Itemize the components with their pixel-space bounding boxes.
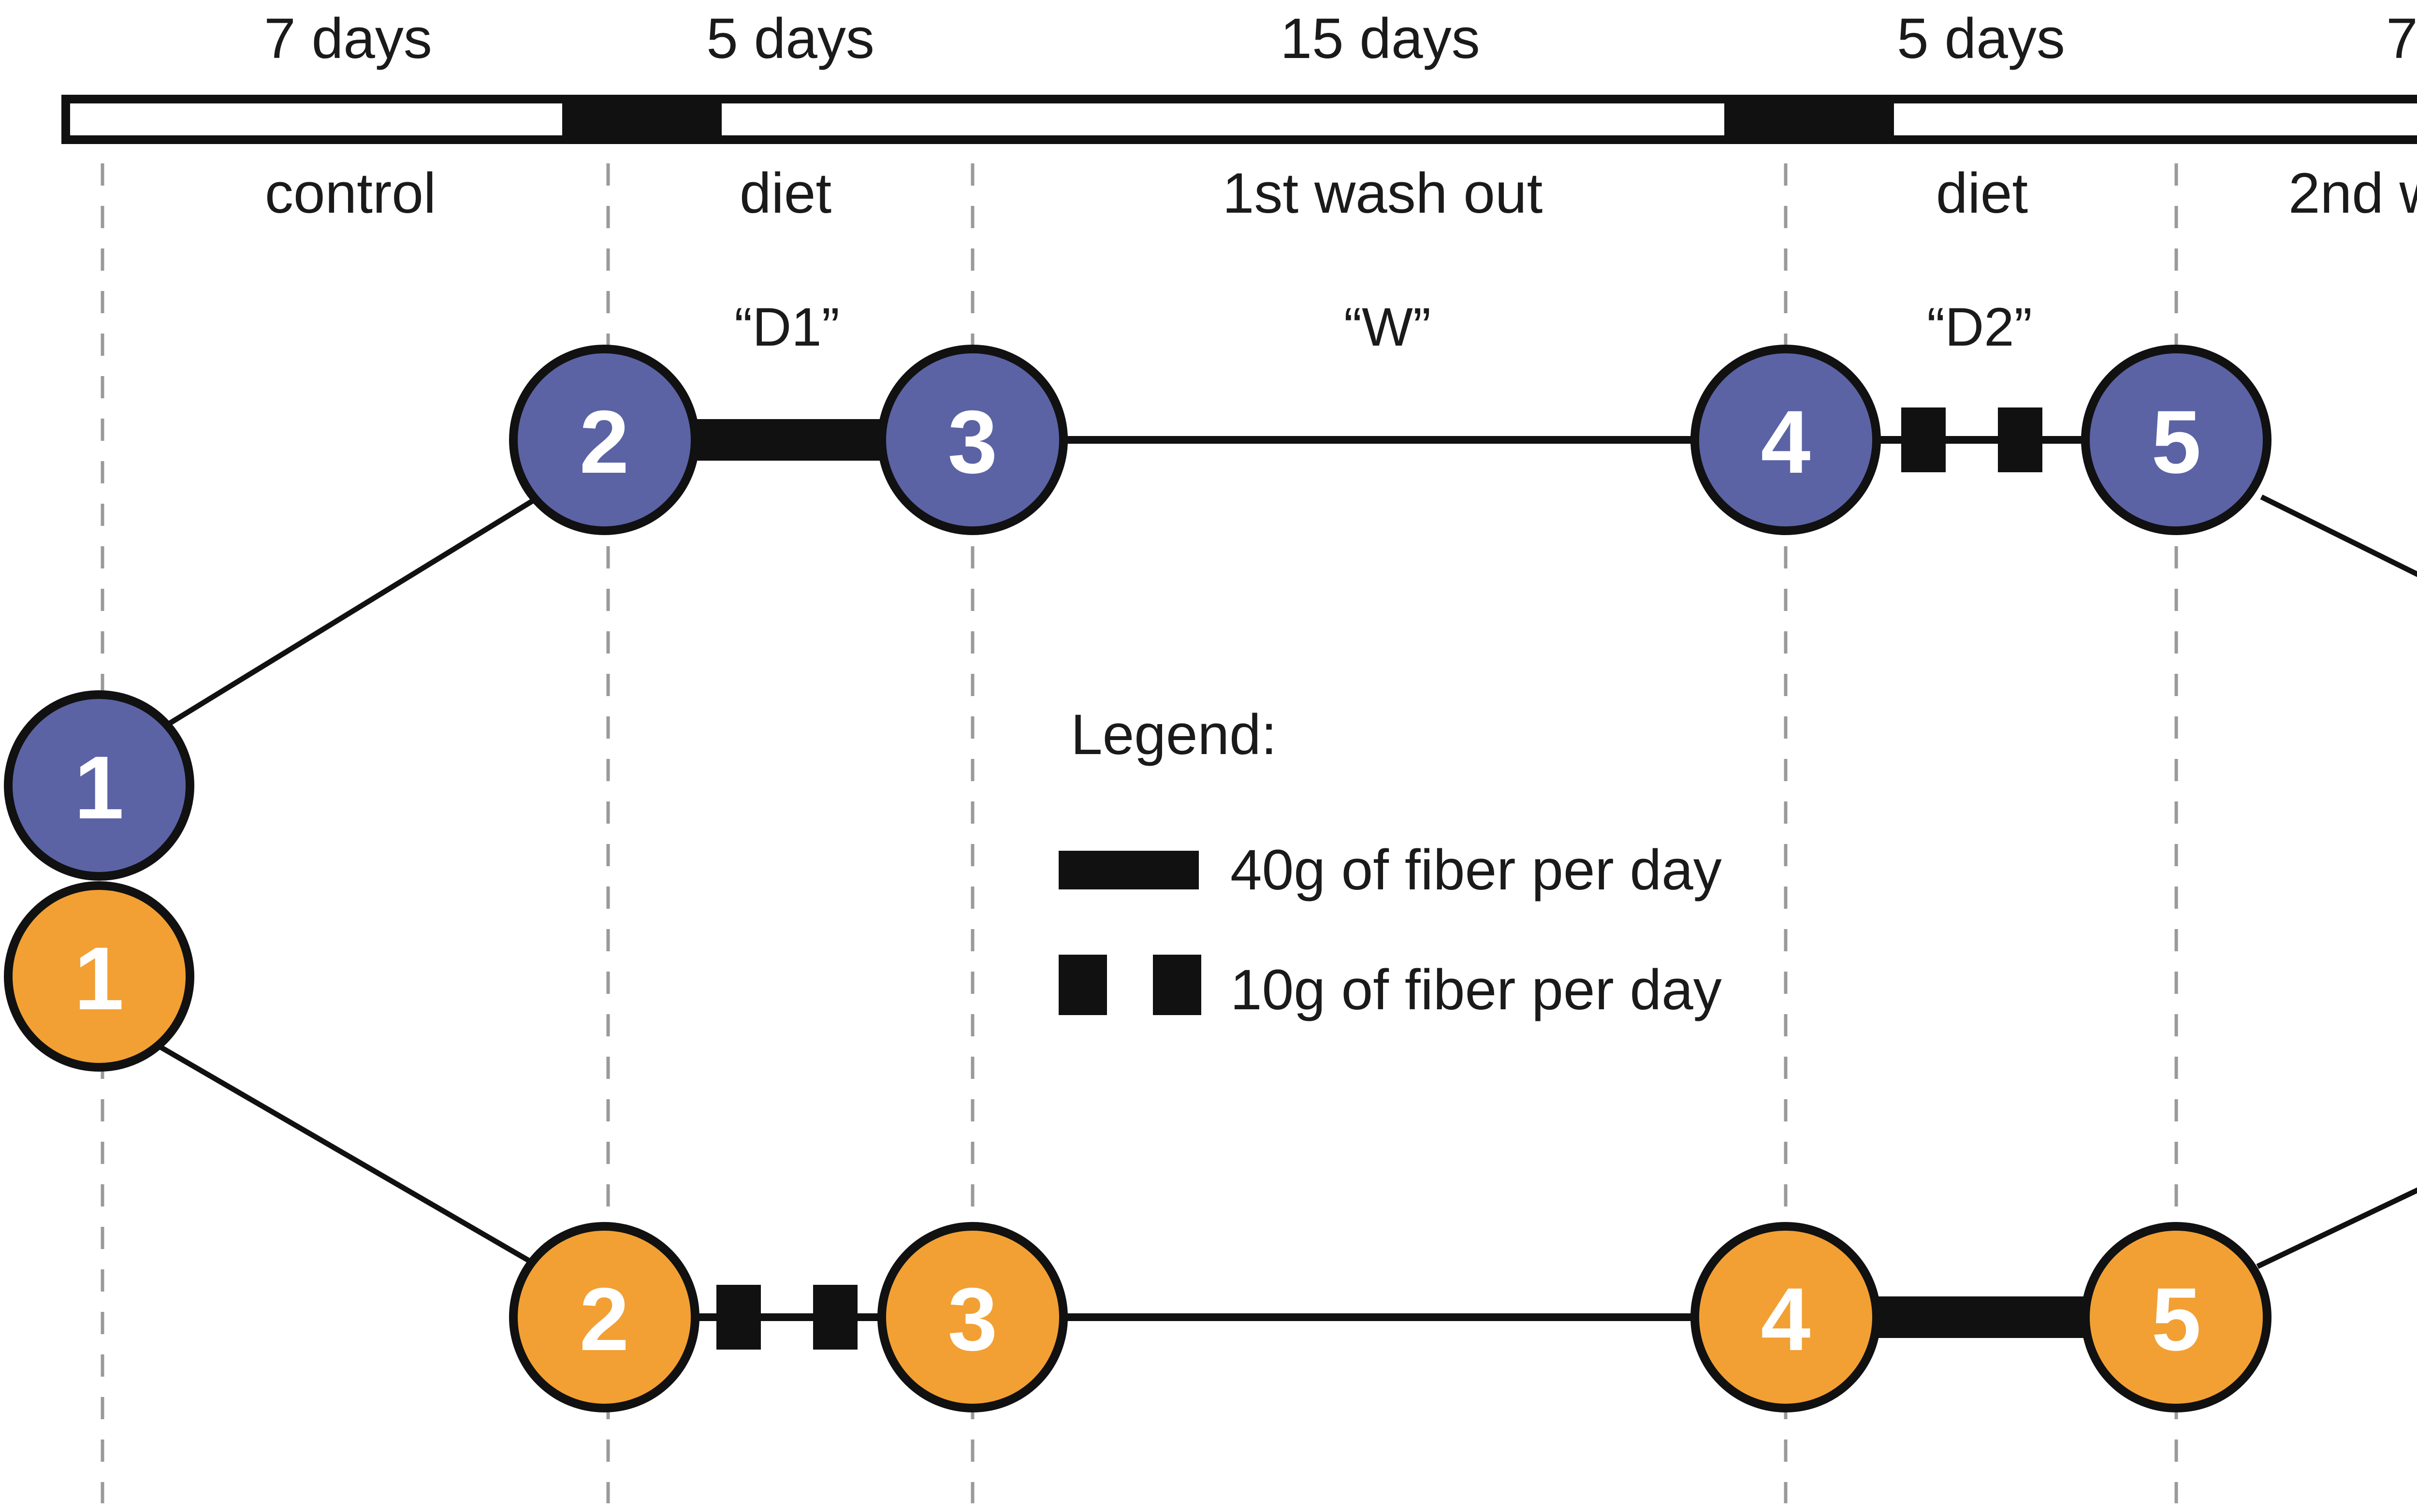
node-b-2-label: 2	[580, 1270, 629, 1369]
edge-a-5-6	[2260, 494, 2417, 577]
arm-b-edges	[158, 1044, 2417, 1350]
node-a-2-circle[interactable]	[509, 345, 699, 535]
period-code-d1: “D1”	[734, 297, 840, 357]
edge-a-1-2	[165, 493, 543, 727]
timepoint-guides	[101, 121, 2178, 1503]
node-b-3-label: 3	[948, 1270, 998, 1369]
legend-swatch-dotted-bar-icon-1	[1059, 955, 1107, 1015]
phase-label-washout-2: 2nd wash out	[2288, 161, 2417, 225]
timeline-bar	[61, 95, 2417, 144]
node-a-1-circle[interactable]	[4, 690, 194, 881]
node-a-4-circle[interactable]	[1690, 345, 1881, 535]
timeline-bar-outline	[61, 95, 2417, 144]
edge-a-4-5-dot-2	[1998, 407, 2042, 472]
edge-b-2-3-dot-2	[813, 1285, 858, 1350]
node-b-2-circle[interactable]	[509, 1222, 699, 1412]
node-a-2[interactable]: 2	[509, 345, 699, 535]
node-b-2[interactable]: 2	[509, 1222, 699, 1412]
arm-a-nodes: 1 2 3 4 5 6	[4, 345, 2271, 881]
duration-label-0: 7 days	[264, 7, 432, 71]
edge-b-2-3-dot-1	[716, 1285, 761, 1350]
duration-label-4: 7 days	[2386, 7, 2417, 71]
timeline-segment-washout-2	[1894, 103, 2417, 136]
duration-label-3: 5 days	[1897, 7, 2065, 71]
period-codes: “D1” “W” “D2”	[734, 297, 2032, 357]
phase-label-washout-1: 1st wash out	[1223, 161, 1543, 225]
legend: Legend: 40g of fiber per day 10g of fibe…	[1059, 703, 1722, 1022]
legend-title: Legend:	[1071, 703, 1277, 767]
node-b-4[interactable]: 4	[1690, 1222, 1881, 1412]
node-a-3-circle[interactable]	[877, 345, 1068, 535]
timeline-segment-diet-2	[1724, 99, 1894, 140]
legend-label-0: 40g of fiber per day	[1230, 838, 1722, 902]
node-a-4-label: 4	[1761, 393, 1811, 492]
period-code-d2: “D2”	[1927, 297, 2032, 357]
node-b-5[interactable]: 5	[2081, 1222, 2271, 1412]
node-a-3[interactable]: 3	[877, 345, 1068, 535]
node-b-1[interactable]: 1	[4, 881, 194, 1072]
node-a-5[interactable]: 5	[2081, 345, 2271, 535]
edge-b-1-2	[158, 1044, 540, 1269]
period-code-w: “W”	[1344, 297, 1431, 357]
duration-label-2: 15 days	[1280, 7, 1480, 71]
node-a-2-label: 2	[580, 393, 629, 492]
node-b-5-circle[interactable]	[2081, 1222, 2271, 1412]
node-a-1-label: 1	[74, 738, 124, 838]
node-b-5-label: 5	[2152, 1270, 2201, 1369]
legend-label-1: 10g of fiber per day	[1230, 958, 1722, 1022]
edge-b-5-6	[2256, 1187, 2417, 1269]
phase-label-control: control	[265, 161, 436, 225]
phase-label-diet-1: diet	[740, 161, 831, 225]
edge-a-4-5-dot-1	[1901, 407, 1946, 472]
node-a-1[interactable]: 1	[4, 690, 194, 881]
arm-b-nodes: 1 2 3 4 5 6	[4, 881, 2271, 1412]
node-a-5-circle[interactable]	[2081, 345, 2271, 535]
node-a-5-label: 5	[2152, 393, 2201, 492]
node-b-4-circle[interactable]	[1690, 1222, 1881, 1412]
arm-a-edges	[165, 407, 2417, 727]
duration-label-1: 5 days	[706, 7, 874, 71]
node-a-3-label: 3	[948, 393, 998, 492]
node-b-3-circle[interactable]	[877, 1222, 1068, 1412]
node-b-1-circle[interactable]	[4, 881, 194, 1072]
legend-swatch-dotted-bar-icon-2	[1153, 955, 1201, 1015]
node-b-4-label: 4	[1761, 1270, 1811, 1369]
node-a-4[interactable]: 4	[1690, 345, 1881, 535]
phase-labels: control diet 1st wash out diet 2nd wash …	[265, 161, 2417, 225]
timeline-segment-washout-1	[722, 103, 1724, 136]
phase-label-diet-2: diet	[1936, 161, 2028, 225]
node-b-1-label: 1	[74, 929, 124, 1029]
timeline-segment-control	[66, 103, 562, 136]
node-b-3[interactable]: 3	[877, 1222, 1068, 1412]
legend-swatch-solid-bar-icon	[1059, 851, 1199, 889]
timeline-segment-diet-1	[562, 99, 722, 140]
duration-labels: 7 days 5 days 15 days 5 days 7 days	[264, 7, 2417, 71]
